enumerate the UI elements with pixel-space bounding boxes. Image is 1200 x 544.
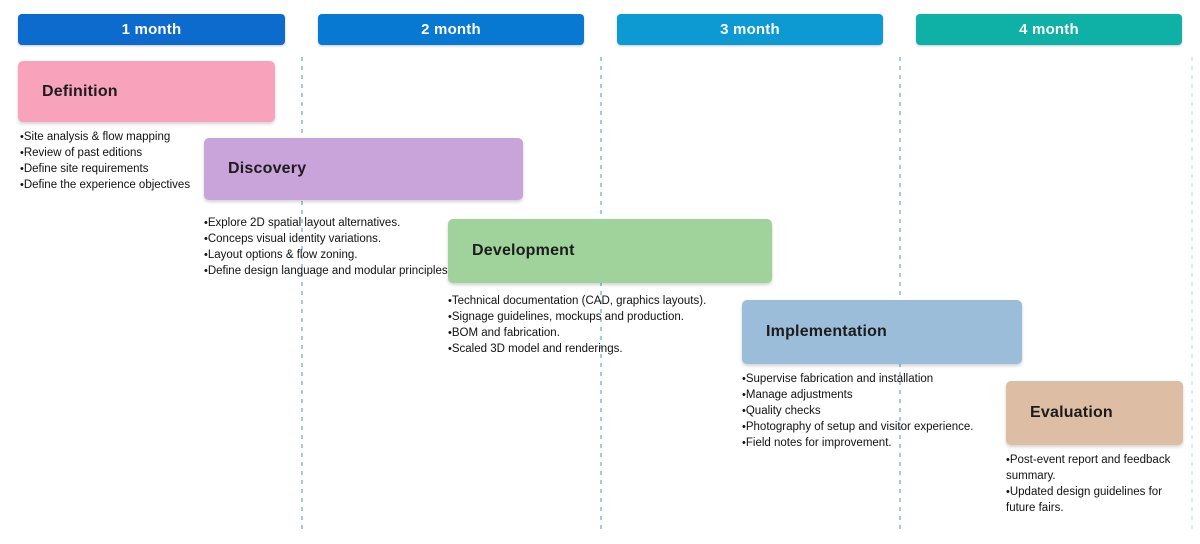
phase-bar-evaluation: Evaluation (1006, 381, 1183, 445)
phase-bar-development: Development (448, 219, 772, 283)
phase-title: Implementation (766, 323, 888, 340)
phase-title: Definition (42, 82, 118, 100)
task-item: Review of past editions (20, 145, 288, 161)
phase-title: Discovery (228, 160, 307, 177)
task-item: Layout options & flow zoning. (204, 247, 516, 263)
task-item: BOM and fabrication. (448, 325, 770, 341)
task-item: Manage adjustments (742, 387, 1042, 403)
task-item: Updated design guidelines for future fai… (1006, 484, 1182, 516)
task-item: Define site requirements (20, 161, 288, 177)
column-separator-line (301, 57, 303, 532)
month-header-1: 1 month (18, 14, 285, 45)
task-item: Conceps visual identity variations. (204, 231, 516, 247)
column-separator-line (1191, 57, 1193, 532)
month-header-4: 4 month (916, 14, 1182, 45)
task-item: Define the experience objectives (20, 177, 288, 193)
task-item: Supervise fabrication and installation (742, 371, 1042, 387)
month-header-2: 2 month (318, 14, 584, 45)
task-item: Explore 2D spatial layout alternatives. (204, 215, 516, 231)
phase-title: Development (472, 242, 575, 259)
column-separator-line (899, 57, 901, 532)
task-item: Field notes for improvement. (742, 435, 1042, 451)
task-item: Scaled 3D model and renderings. (448, 341, 770, 357)
phase-tasks-development: Technical documentation (CAD, graphics l… (448, 293, 770, 357)
task-item: Post-event report and feedback summary. (1006, 452, 1182, 484)
task-item: Quality checks (742, 403, 1042, 419)
phase-tasks-discovery: Explore 2D spatial layout alternatives. … (204, 215, 516, 279)
phase-tasks-evaluation: Post-event report and feedback summary. … (1006, 452, 1182, 516)
task-item: Site analysis & flow mapping (20, 129, 288, 145)
task-item: Define design language and modular princ… (204, 263, 516, 279)
month-header-3: 3 month (617, 14, 883, 45)
phase-title: Evaluation (1030, 404, 1113, 421)
phase-bar-definition: Definition (18, 61, 275, 122)
task-item: Photography of setup and visitor experie… (742, 419, 1042, 435)
phase-tasks-definition: Site analysis & flow mapping Review of p… (20, 129, 288, 193)
task-item: Signage guidelines, mockups and producti… (448, 309, 770, 325)
phase-bar-implementation: Implementation (742, 300, 1022, 364)
phase-tasks-implementation: Supervise fabrication and installation M… (742, 371, 1042, 451)
phase-bar-discovery: Discovery (204, 138, 523, 200)
task-item: Technical documentation (CAD, graphics l… (448, 293, 770, 309)
